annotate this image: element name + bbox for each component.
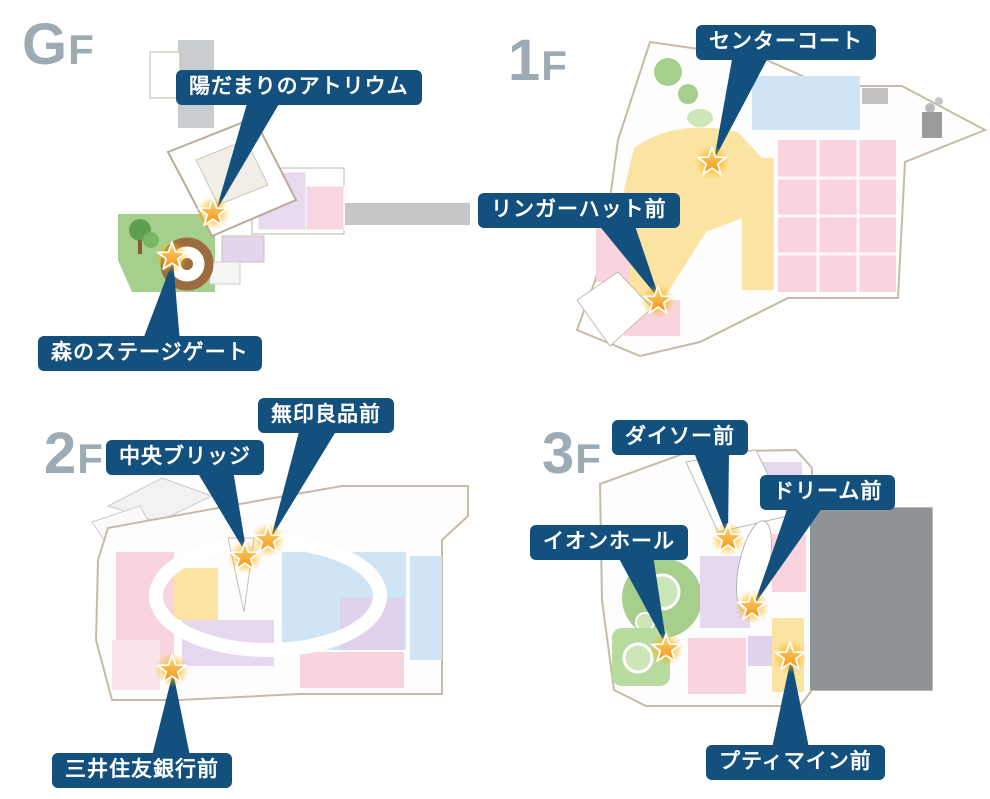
callout-pointers xyxy=(142,54,825,756)
floor-map-3f xyxy=(598,448,933,707)
callout-smbc-mae: 三井住友銀行前 xyxy=(52,753,232,789)
star-marker xyxy=(154,652,190,688)
floor-label-3f-big: 3 xyxy=(542,421,576,486)
star-marker xyxy=(710,521,746,557)
callout-petit-main-mae: プティマイン前 xyxy=(706,745,885,781)
callout-ringer-hut-mae: リンガーハット前 xyxy=(478,193,680,229)
callout-pointer xyxy=(772,658,809,748)
floor-label-2f-small: F xyxy=(77,435,104,482)
callout-hidamari-atrium: 陽だまりのアトリウム xyxy=(176,70,422,106)
star-marker xyxy=(648,631,684,667)
floor-label-1f: 1F xyxy=(508,32,568,90)
callout-mori-stage-gate: 森のステージゲート xyxy=(38,336,262,372)
floor-label-1f-big: 1 xyxy=(508,28,542,93)
callout-dream-mae: ドリーム前 xyxy=(760,475,896,511)
callout-pointer xyxy=(597,223,660,300)
callout-center-court: センターコート xyxy=(696,25,876,61)
callout-muji-mae: 無印良品前 xyxy=(258,398,394,434)
callout-pointer xyxy=(714,54,770,160)
floor-label-2f-big: 2 xyxy=(44,421,78,486)
floor-label-gf: GF xyxy=(22,16,95,74)
callout-pointer xyxy=(196,470,247,555)
star-marker xyxy=(640,283,676,319)
floor-label-3f-small: F xyxy=(575,435,602,482)
callout-pointer xyxy=(693,450,729,538)
callout-pointer xyxy=(142,260,180,342)
star-marker xyxy=(227,539,263,575)
callout-pointer xyxy=(754,504,825,605)
star-marker xyxy=(694,144,730,180)
floor-label-gf-big: G xyxy=(22,12,69,77)
star-marker xyxy=(734,589,770,625)
star-marker xyxy=(195,195,231,231)
callout-pointer xyxy=(271,428,338,538)
floor-label-gf-small: F xyxy=(68,26,95,73)
callout-pointer xyxy=(617,555,667,647)
floor-map-1f xyxy=(575,40,988,358)
callout-pointer xyxy=(216,92,286,211)
floor-map-2f xyxy=(91,477,469,701)
callout-aeon-hall: イオンホール xyxy=(530,525,688,561)
star-marker xyxy=(154,239,190,275)
floor-label-3f: 3F xyxy=(542,425,602,483)
callout-pointer xyxy=(152,672,190,756)
callout-chuo-bridge: 中央ブリッジ xyxy=(106,440,264,476)
floor-label-1f-small: F xyxy=(541,42,568,89)
floor-label-2f: 2F xyxy=(44,425,104,483)
star-marker xyxy=(772,639,808,675)
callout-daiso-mae: ダイソー前 xyxy=(612,420,748,456)
